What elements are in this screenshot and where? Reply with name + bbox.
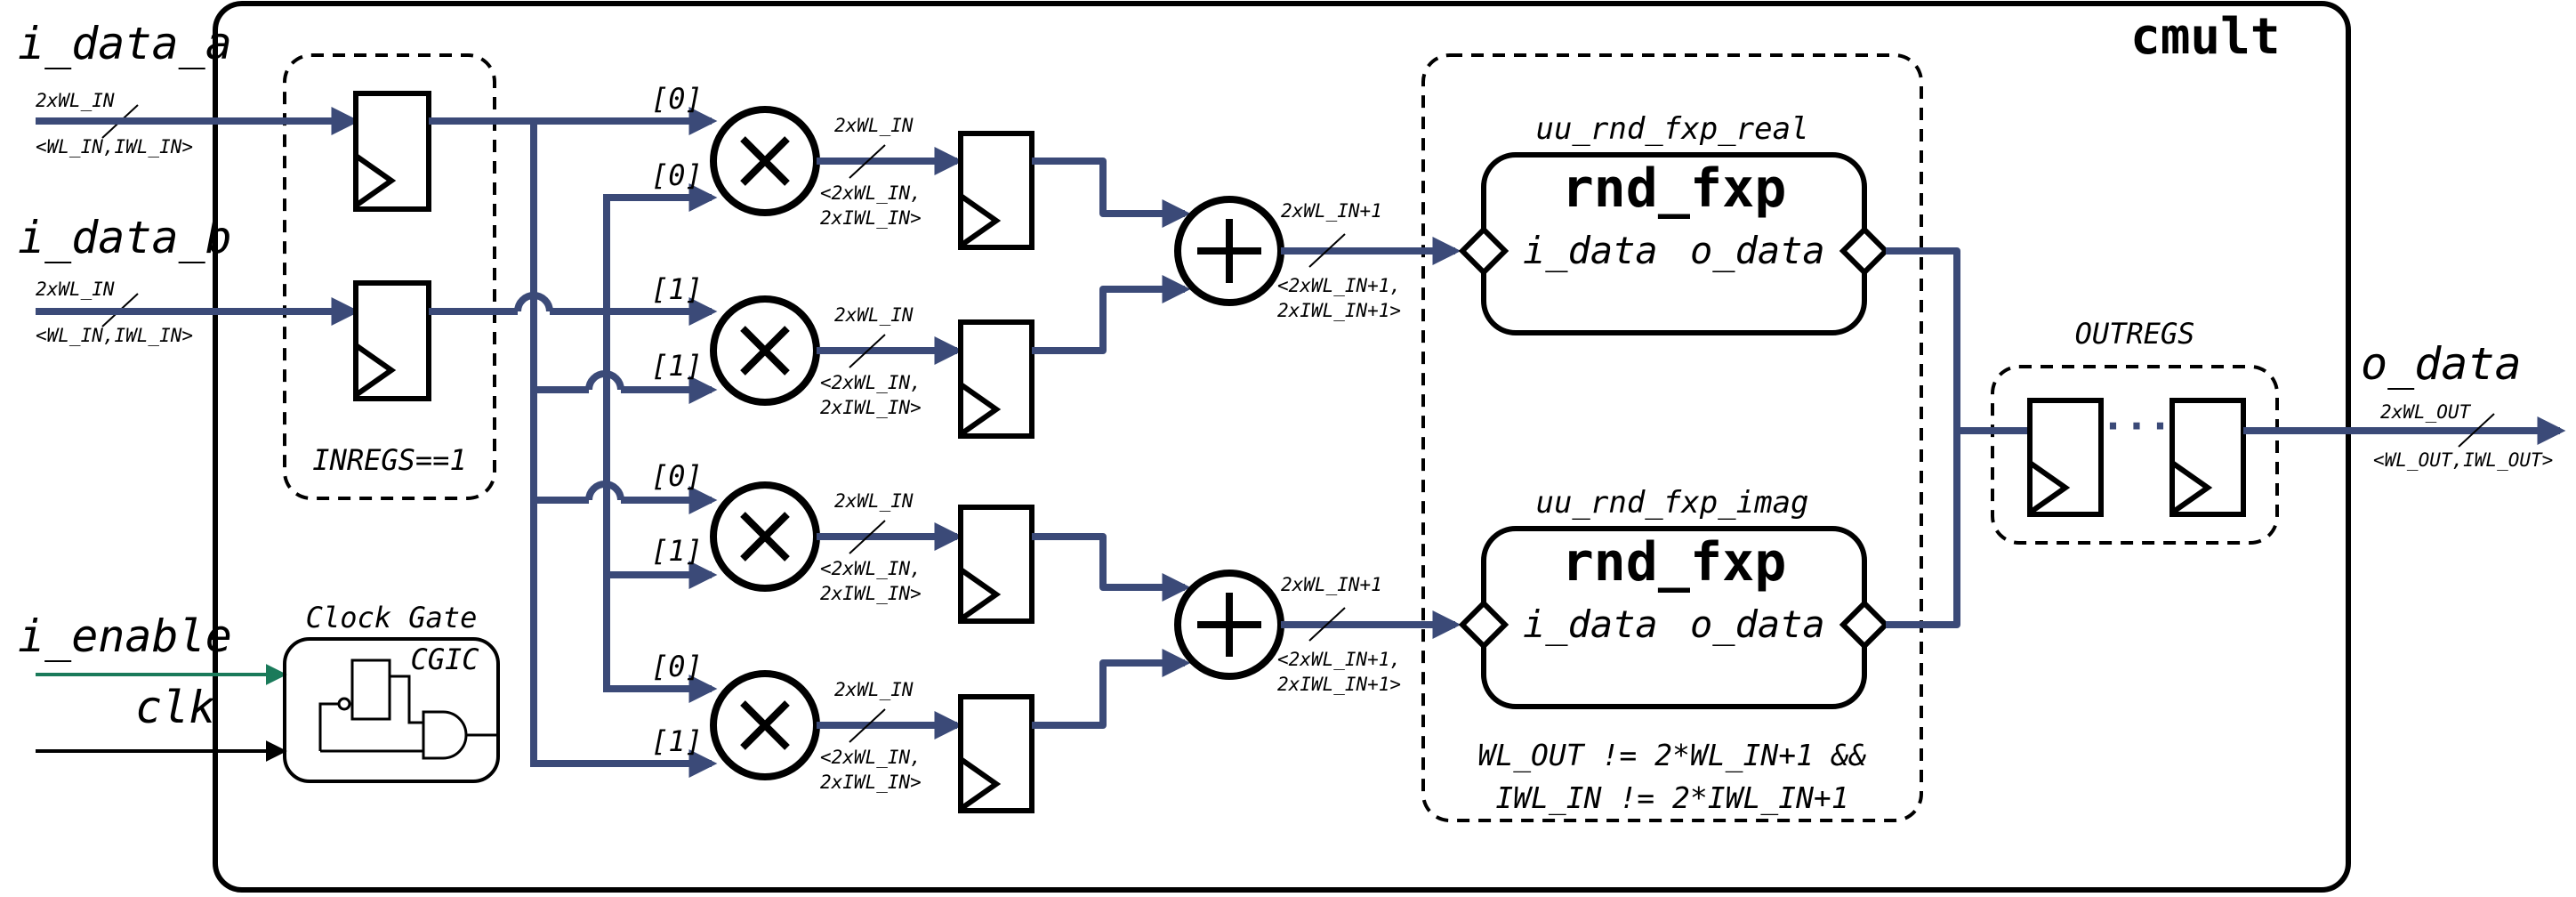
- adder-imag-format-2: 2xIWL_IN+1>: [1277, 674, 1401, 695]
- fanout-bus-a: [429, 107, 718, 778]
- rnd-real-block-name: rnd_fxp: [1562, 158, 1787, 220]
- pipeline-register-4: [958, 694, 1034, 813]
- rnd-imag-port-in: i_data: [1523, 602, 1658, 646]
- input-register-b: [353, 280, 431, 401]
- adder-imag-format-1: <2xWL_IN+1,: [1277, 649, 1401, 670]
- pipeline-register-2: [958, 319, 1034, 439]
- rnd-imag-block-name: rnd_fxp: [1562, 531, 1787, 594]
- tap-label-3: [1]: [651, 272, 703, 306]
- adder-imag-out-annotation: 2xWL_IN+1 <2xWL_IN+1, 2xIWL_IN+1>: [1277, 574, 1401, 695]
- rnd-imag-instance: uu_rnd_fxp_imag: [1535, 485, 1808, 521]
- outregs-label: OUTREGS: [2075, 317, 2195, 351]
- mult-3-format-2: 2xIWL_IN>: [820, 583, 922, 604]
- mult-4-format-1: <2xWL_IN,: [820, 747, 922, 768]
- output-width: 2xWL_OUT: [2380, 401, 2472, 423]
- clock-gate-title: Clock Gate: [306, 601, 478, 634]
- fanout-bus-b: [429, 183, 718, 703]
- rounding-condition-line1: WL_OUT != 2*WL_IN+1 &&: [1477, 738, 1866, 773]
- input-a-width: 2xWL_IN: [36, 90, 115, 111]
- tap-label-5: [0]: [651, 459, 703, 493]
- inregs-group: [283, 53, 496, 500]
- outregs-dots: ···: [2101, 404, 2171, 449]
- mult-4-width: 2xWL_IN: [834, 679, 914, 700]
- input-b-name: i_data_b: [18, 212, 232, 263]
- input-b-format: <WL_IN,IWL_IN>: [36, 325, 193, 346]
- input-b-width: 2xWL_IN: [36, 279, 115, 300]
- output-bus-slash: [2458, 413, 2495, 448]
- mult-3-format-1: <2xWL_IN,: [820, 558, 922, 579]
- mult-2-format-1: <2xWL_IN,: [820, 372, 922, 393]
- adder-real-width: 2xWL_IN+1: [1281, 200, 1382, 222]
- mult-1-format-1: <2xWL_IN,: [820, 182, 922, 204]
- rnd-fxp-imag-block: [1458, 526, 1890, 709]
- pipeline-register-1: [958, 131, 1034, 250]
- mult-1-out-annotation: 2xWL_IN <2xWL_IN, 2xIWL_IN>: [820, 115, 922, 229]
- adder-imag-width: 2xWL_IN+1: [1281, 574, 1382, 595]
- tap-label-7: [0]: [651, 650, 703, 683]
- rnd-fxp-real-block: [1458, 152, 1890, 335]
- input-a-name: i_data_a: [18, 18, 232, 69]
- tap-label-4: [1]: [651, 349, 703, 383]
- adder-real-out-annotation: 2xWL_IN+1 <2xWL_IN+1, 2xIWL_IN+1>: [1277, 200, 1401, 321]
- rnd-real-port-in: i_data: [1523, 229, 1658, 272]
- mult-2-format-2: 2xIWL_IN>: [820, 397, 922, 418]
- mult-4-format-2: 2xIWL_IN>: [820, 772, 922, 793]
- input-enable-name: i_enable: [18, 610, 232, 662]
- mult-1-width: 2xWL_IN: [834, 115, 914, 136]
- output-register-last: [2169, 398, 2246, 517]
- multiplier-4: [710, 670, 820, 780]
- multiplier-2: [710, 295, 820, 406]
- mult-3-out-annotation: 2xWL_IN <2xWL_IN, 2xIWL_IN>: [820, 490, 922, 604]
- bus-rounding-merge: [1886, 247, 2028, 628]
- outregs-group: [1991, 365, 2279, 545]
- rnd-real-instance: uu_rnd_fxp_real: [1535, 111, 1808, 147]
- rnd-imag-port-out: o_data: [1690, 602, 1825, 646]
- tap-label-8: [1]: [651, 724, 703, 758]
- adder-real: [1174, 196, 1284, 306]
- module-title: cmult: [2130, 8, 2281, 66]
- output-format: <WL_OUT,IWL_OUT>: [2373, 449, 2553, 471]
- tap-label-2: [0]: [651, 158, 703, 192]
- mult-4-out-annotation: 2xWL_IN <2xWL_IN, 2xIWL_IN>: [820, 679, 922, 793]
- adder-real-format-1: <2xWL_IN+1,: [1277, 275, 1401, 296]
- rnd-real-port-out: o_data: [1690, 229, 1825, 272]
- output-name: o_data: [2361, 338, 2522, 390]
- pipeline-register-3: [958, 505, 1034, 624]
- tap-label-6: [1]: [651, 534, 703, 568]
- bus-reg-to-adders: [1032, 158, 1191, 729]
- multiplier-3: [710, 481, 820, 592]
- mult-2-width: 2xWL_IN: [834, 304, 914, 326]
- mult-1-format-2: 2xIWL_IN>: [820, 207, 922, 229]
- inregs-label: INREGS==1: [312, 443, 466, 477]
- clock-gate-cell: CGIC: [410, 642, 479, 676]
- tap-label-1: [0]: [651, 82, 703, 116]
- rounding-group: [1421, 53, 1923, 822]
- mult-3-width: 2xWL_IN: [834, 490, 914, 512]
- output-register-first: [2027, 398, 2104, 517]
- clock-gate: [283, 637, 500, 783]
- module-boundary: [213, 1, 2351, 893]
- rounding-condition-line2: IWL_IN != 2*IWL_IN+1: [1495, 780, 1848, 816]
- input-register-a: [353, 91, 431, 212]
- adder-imag: [1174, 570, 1284, 680]
- input-clk-name: clk: [135, 682, 215, 733]
- mult-2-out-annotation: 2xWL_IN <2xWL_IN, 2xIWL_IN>: [820, 304, 922, 418]
- multiplier-1: [710, 106, 820, 216]
- adder-real-format-2: 2xIWL_IN+1>: [1277, 300, 1401, 321]
- input-a-format: <WL_IN,IWL_IN>: [36, 136, 193, 158]
